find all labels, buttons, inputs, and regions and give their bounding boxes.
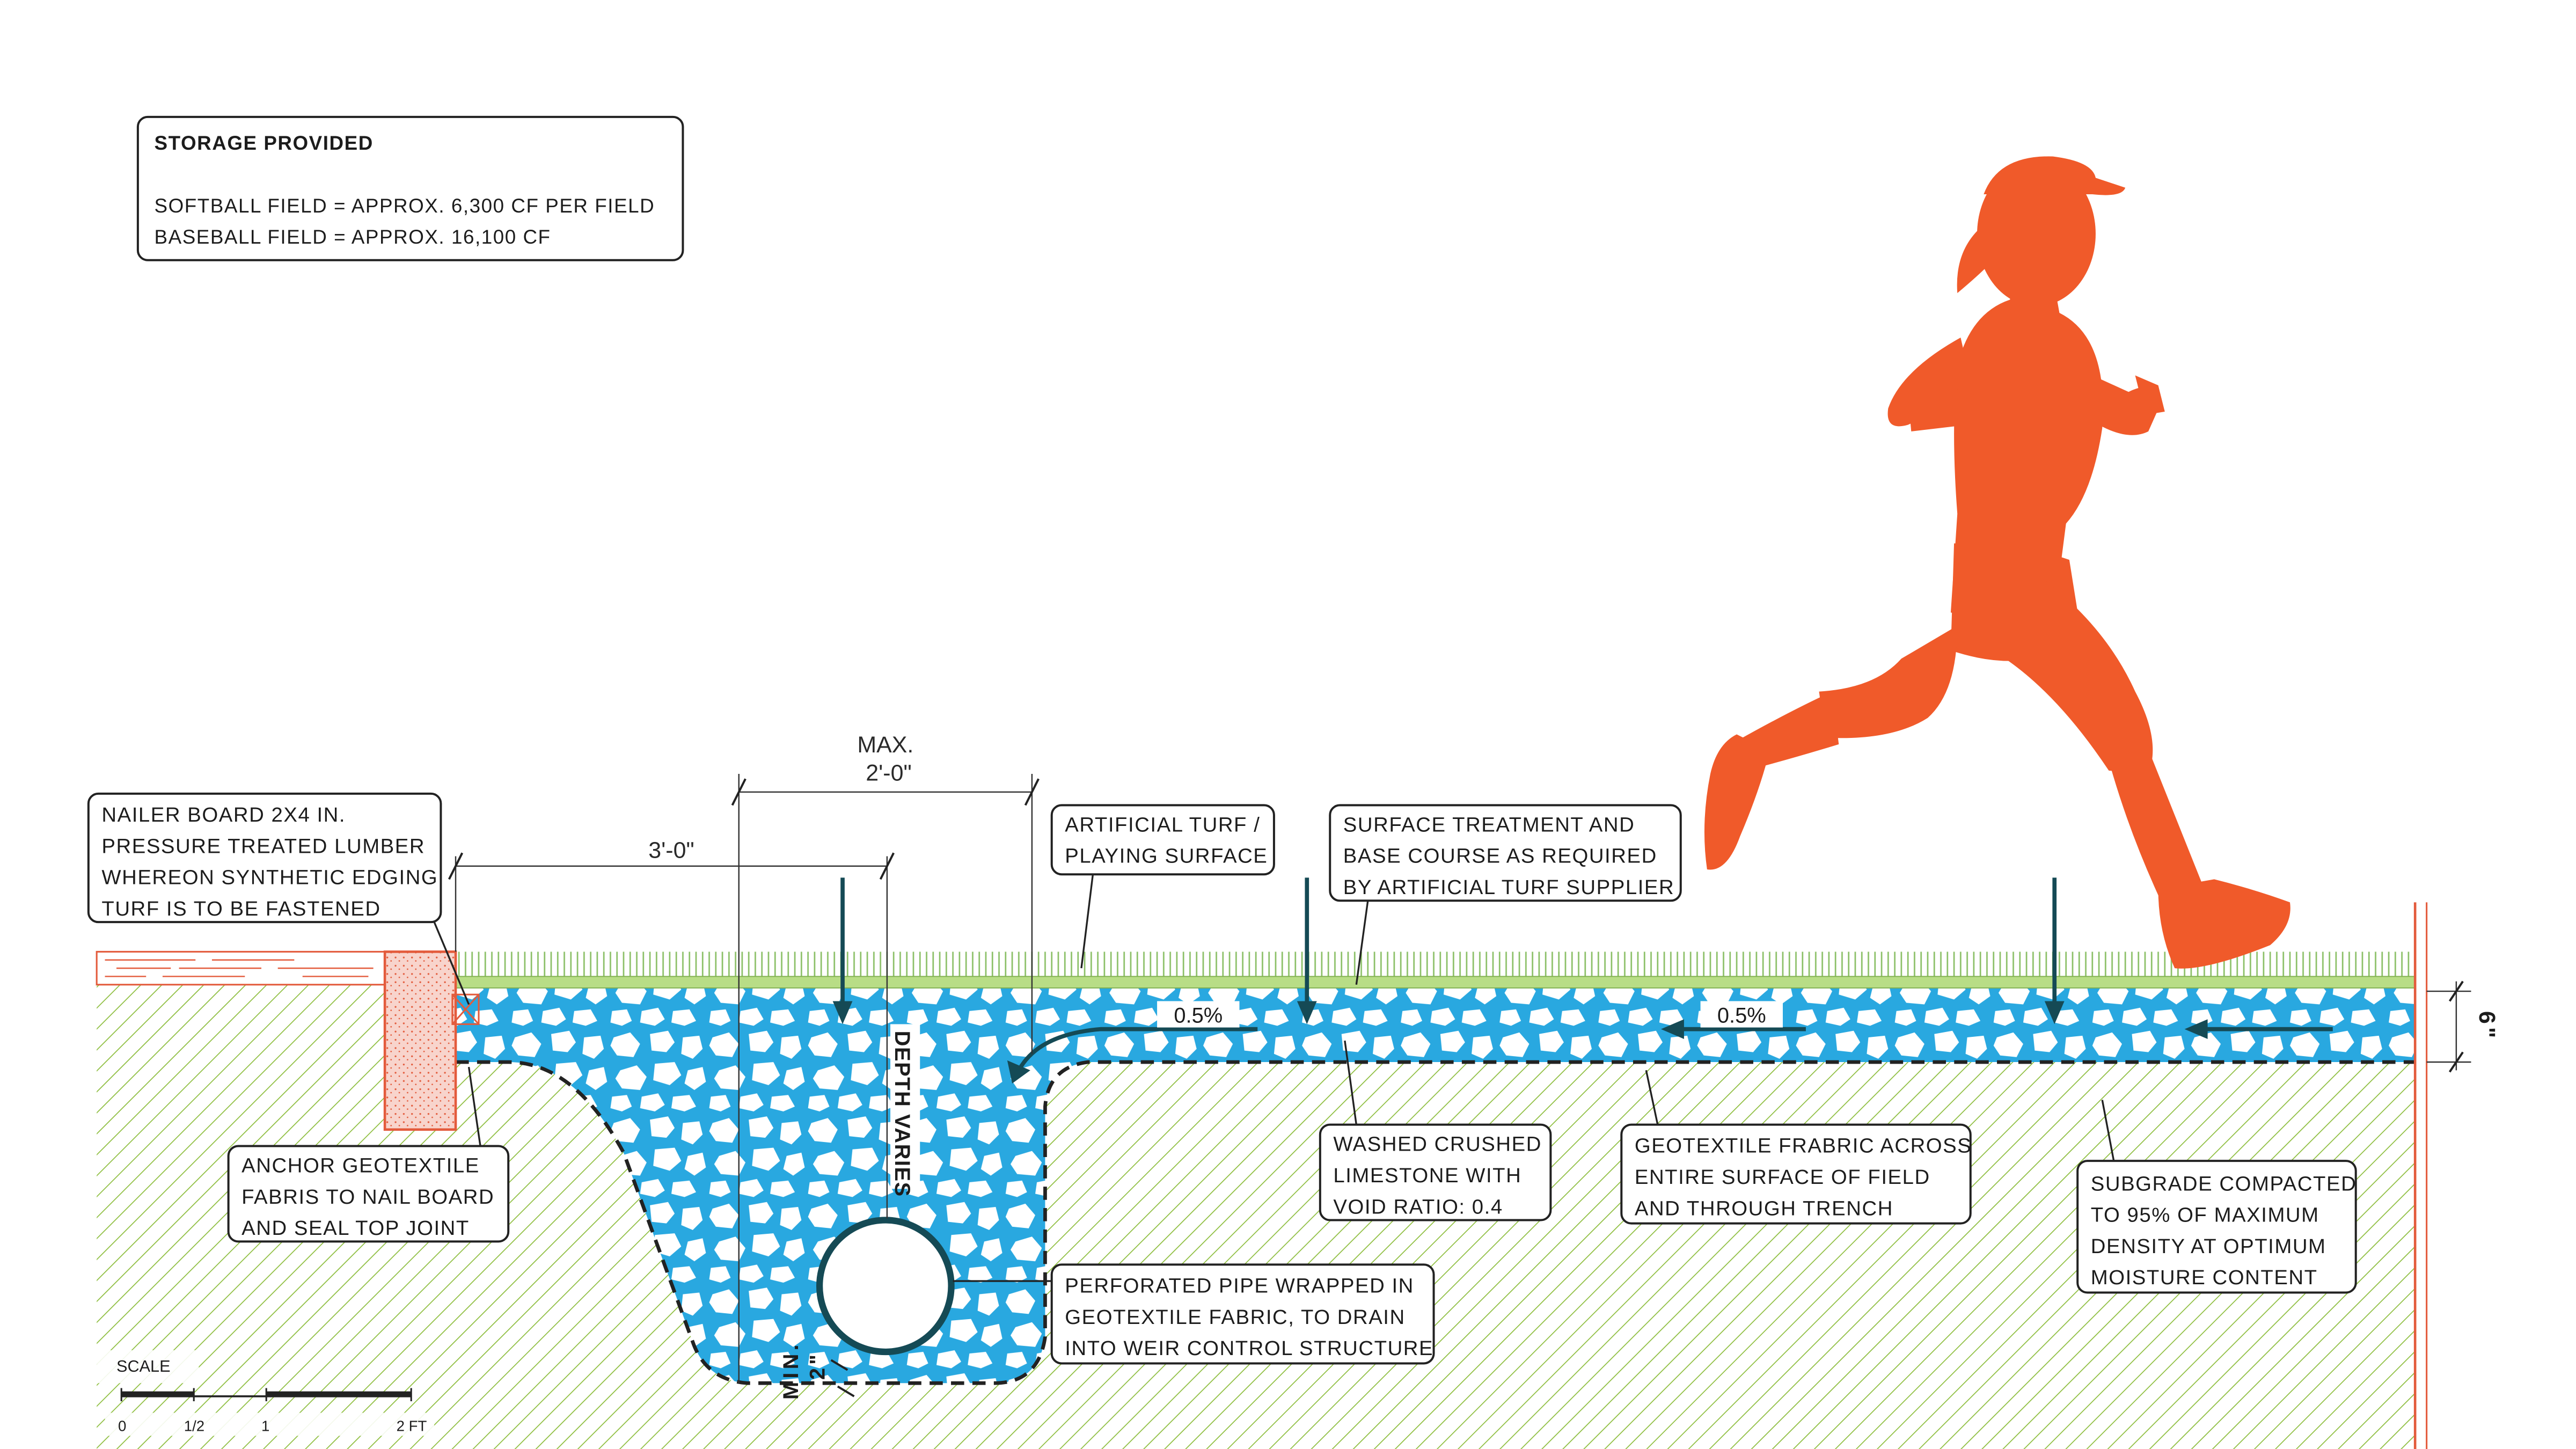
callout-geotextile-fabric: GEOTEXTILE FRABRIC ACROSS ENTIRE SURFACE… (1620, 1070, 1972, 1225)
slope-label-bg (1700, 1001, 1783, 1028)
slope-label: 0.5% (1717, 1004, 1766, 1027)
storage-line-softball: SOFTBALL FIELD = APPROX. 6,300 CF PER FI… (155, 195, 655, 217)
svg-text:MOISTURE CONTENT: MOISTURE CONTENT (2091, 1266, 2318, 1289)
dimension-max-value: 2'-0" (866, 760, 912, 786)
svg-text:VOID RATIO: 0.4: VOID RATIO: 0.4 (1333, 1195, 1503, 1218)
dimension-min-label: MIN. (779, 1341, 803, 1400)
dimension-min-cover: MIN. 2" (779, 1341, 855, 1400)
svg-text:LIMESTONE WITH: LIMESTONE WITH (1333, 1164, 1521, 1187)
callout-anchor-geotextile: ANCHOR GEOTEXTILE FABRIS TO NAIL BOARD A… (227, 1066, 510, 1243)
svg-text:PLAYING SURFACE: PLAYING SURFACE (1065, 845, 1268, 868)
svg-text:SURFACE TREATMENT AND: SURFACE TREATMENT AND (1343, 813, 1635, 836)
dimension-base-depth-value: 6" (2474, 1011, 2500, 1042)
dimension-width-value: 3'-0" (648, 838, 694, 863)
svg-text:INTO WEIR CONTROL STRUCTURE: INTO WEIR CONTROL STRUCTURE (1065, 1337, 1433, 1360)
svg-text:AND SEAL TOP JOINT: AND SEAL TOP JOINT (241, 1217, 470, 1240)
load-arrow-icon (2044, 877, 2065, 1024)
storage-title: STORAGE PROVIDED (155, 132, 374, 154)
svg-text:WASHED CRUSHED: WASHED CRUSHED (1333, 1133, 1542, 1156)
storage-provided-box: STORAGE PROVIDED SOFTBALL FIELD = APPROX… (136, 115, 684, 261)
svg-text:GEOTEXTILE FABRIC, TO DRAIN: GEOTEXTILE FABRIC, TO DRAIN (1065, 1306, 1405, 1329)
svg-text:BASE COURSE AS REQUIRED: BASE COURSE AS REQUIRED (1343, 845, 1657, 868)
load-arrow-icon (832, 877, 853, 1024)
callout-crushed-limestone: WASHED CRUSHED LIMESTONE WITH VOID RATIO… (1319, 1040, 1552, 1221)
load-arrow-icon (1297, 877, 1317, 1024)
slope-label: 0.5% (1174, 1004, 1223, 1027)
artificial-turf-blades (456, 952, 2416, 978)
svg-text:NAILER BOARD 2X4 IN.: NAILER BOARD 2X4 IN. (101, 803, 346, 826)
svg-text:PRESSURE TREATED LUMBER: PRESSURE TREATED LUMBER (101, 835, 425, 858)
callout-surface-treatment: SURFACE TREATMENT AND BASE COURSE AS REQ… (1329, 804, 1682, 985)
callout-perforated-pipe: PERFORATED PIPE WRAPPED IN GEOTEXTILE FA… (953, 1263, 1435, 1365)
flow-arrow-icon (2184, 1019, 2333, 1040)
dimension-max-label: MAX. (857, 732, 913, 758)
svg-text:WHEREON SYNTHETIC EDGING: WHEREON SYNTHETIC EDGING (101, 866, 438, 889)
svg-text:ARTIFICIAL TURF /: ARTIFICIAL TURF / (1065, 813, 1260, 836)
dimension-base-depth: 6" (2426, 980, 2500, 1073)
svg-text:TURF IS TO BE FASTENED: TURF IS TO BE FASTENED (101, 897, 380, 920)
perforated-pipe (816, 1217, 955, 1356)
scale-tick-label: 2 FT (397, 1417, 427, 1434)
runner-silhouette-icon (1704, 156, 2290, 969)
callout-nailer-board: NAILER BOARD 2X4 IN. PRESSURE TREATED LU… (87, 792, 470, 1005)
svg-text:FABRIS TO NAIL BOARD: FABRIS TO NAIL BOARD (241, 1185, 494, 1209)
callout-artificial-turf: ARTIFICIAL TURF / PLAYING SURFACE (1050, 804, 1275, 969)
svg-text:AND THROUGH TRENCH: AND THROUGH TRENCH (1635, 1197, 1893, 1220)
dimension-min-value: 2" (806, 1351, 829, 1380)
storage-line-baseball: BASEBALL FIELD = APPROX. 16,100 CF (155, 226, 551, 248)
svg-text:BY ARTIFICIAL TURF SUPPLIER: BY ARTIFICIAL TURF SUPPLIER (1343, 876, 1674, 899)
scale-title: SCALE (116, 1357, 171, 1375)
edge-pavement-texture (105, 959, 374, 977)
nailer-board (383, 950, 457, 1131)
svg-text:PERFORATED PIPE WRAPPED IN: PERFORATED PIPE WRAPPED IN (1065, 1275, 1414, 1298)
dimension-width: 3'-0" (448, 838, 895, 1219)
svg-text:ENTIRE SURFACE OF FIELD: ENTIRE SURFACE OF FIELD (1635, 1166, 1930, 1189)
flow-arrow-icon (1660, 1019, 1806, 1040)
depth-varies-bg (890, 1024, 920, 1189)
slope-label-bg (1157, 1001, 1240, 1028)
svg-text:ANCHOR GEOTEXTILE: ANCHOR GEOTEXTILE (241, 1154, 480, 1177)
scale-bar: SCALE 0 1/2 1 2 FT (97, 1350, 435, 1436)
svg-text:DENSITY AT OPTIMUM: DENSITY AT OPTIMUM (2091, 1235, 2326, 1258)
scale-tick-label: 1/2 (184, 1417, 204, 1434)
scale-tick-label: 0 (118, 1417, 126, 1434)
callout-subgrade: SUBGRADE COMPACTED TO 95% OF MAXIMUM DEN… (2076, 1100, 2357, 1294)
svg-text:SUBGRADE COMPACTED: SUBGRADE COMPACTED (2091, 1172, 2357, 1195)
svg-text:TO 95% OF MAXIMUM: TO 95% OF MAXIMUM (2091, 1204, 2319, 1227)
flow-arrow-icon (1007, 1027, 1258, 1084)
depth-varies-label: DEPTH VARIES (890, 1031, 914, 1197)
scale-tick-label: 1 (261, 1417, 269, 1434)
geotextile-fabric-line (456, 1060, 2416, 1385)
svg-text:GEOTEXTILE FRABRIC ACROSS: GEOTEXTILE FRABRIC ACROSS (1635, 1135, 1972, 1158)
dimension-max-width: MAX. 2'-0" (731, 732, 1040, 1384)
turf-backing (455, 976, 2416, 989)
